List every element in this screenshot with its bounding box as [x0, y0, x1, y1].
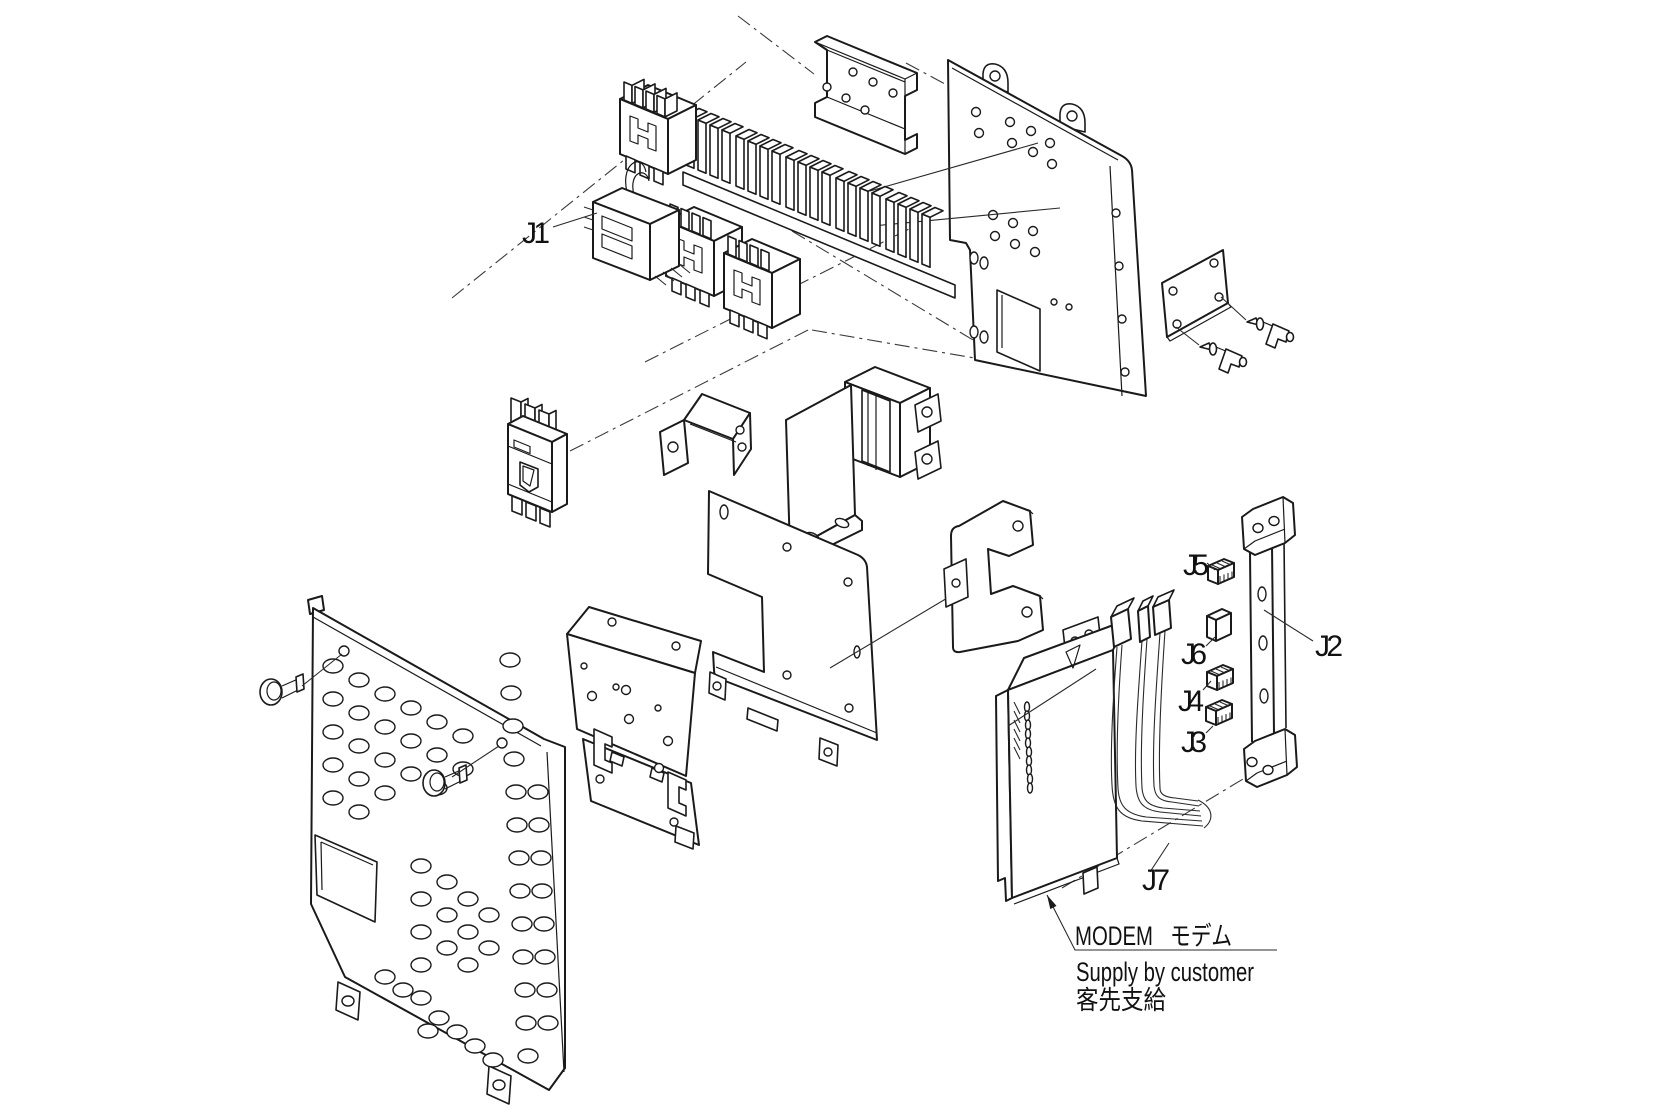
clamp-fastener-2: [1220, 296, 1295, 349]
callout-j1: J1: [522, 217, 550, 250]
square-mounting-plate: [566, 606, 702, 817]
u-bracket: [659, 393, 752, 476]
callout-j6: J6: [1181, 638, 1207, 671]
clamp-fastener-1: [1175, 326, 1248, 374]
contactor-1: [619, 78, 697, 186]
harness-connector-3: [1152, 589, 1175, 636]
cable-harness: [1007, 589, 1212, 829]
callout-j3: J3: [1181, 726, 1207, 759]
modem-box: [995, 616, 1128, 905]
callout-j4: J4: [1178, 685, 1204, 718]
connector-j6: [1206, 608, 1232, 642]
hole-pattern-right: [499, 652, 559, 1064]
connector-j4: [1206, 664, 1234, 691]
callout-j7: J7: [1142, 864, 1170, 897]
thumbscrew-1: [259, 673, 305, 706]
connector-j3: [1205, 699, 1233, 726]
transformer: [785, 366, 942, 563]
mounting-bar-j2: [1241, 496, 1298, 788]
supply-note-en: Supply by customer: [1076, 957, 1254, 987]
rear-mounting-panel: [869, 59, 1147, 397]
harness-connector-1: [1110, 597, 1135, 648]
cover-plate: [1161, 249, 1232, 342]
vent-slots: [1013, 701, 1034, 794]
channel-bracket: [814, 35, 918, 155]
supply-note-jp: 客先支給: [1076, 985, 1166, 1015]
callout-j5: J5: [1183, 549, 1209, 582]
modem-annotation: MODEM モデム Supply by customer 客先支給: [1075, 921, 1254, 1015]
hole-pattern-lower: [374, 858, 504, 1068]
front-perforated-panel: [259, 595, 566, 1105]
notched-mounting-plate: [707, 490, 878, 767]
leader-arrowhead: [1047, 895, 1057, 910]
callout-labels: J1 J2 J5 J6 J4 J3 J7: [522, 217, 1343, 897]
terminal-fin-group: [835, 170, 894, 248]
modem-title: MODEM: [1075, 921, 1153, 951]
thumbscrew-2: [422, 764, 468, 797]
terminal-block-strip: [682, 107, 956, 299]
terminal-fin-group: [785, 149, 844, 227]
terminal-fin-group: [885, 191, 944, 269]
connector-j5: [1207, 558, 1235, 585]
leader-lines: [301, 212, 1314, 951]
c-bracket: [829, 500, 1044, 669]
circuit-breaker: [507, 397, 568, 528]
contactor-3: [723, 235, 801, 340]
harness-connector-2: [1137, 595, 1154, 643]
relay-j1: [583, 161, 691, 286]
callout-j2: J2: [1315, 630, 1343, 663]
terminal-fin-group: [735, 128, 794, 206]
modem-title-jp: モデム: [1170, 921, 1232, 951]
